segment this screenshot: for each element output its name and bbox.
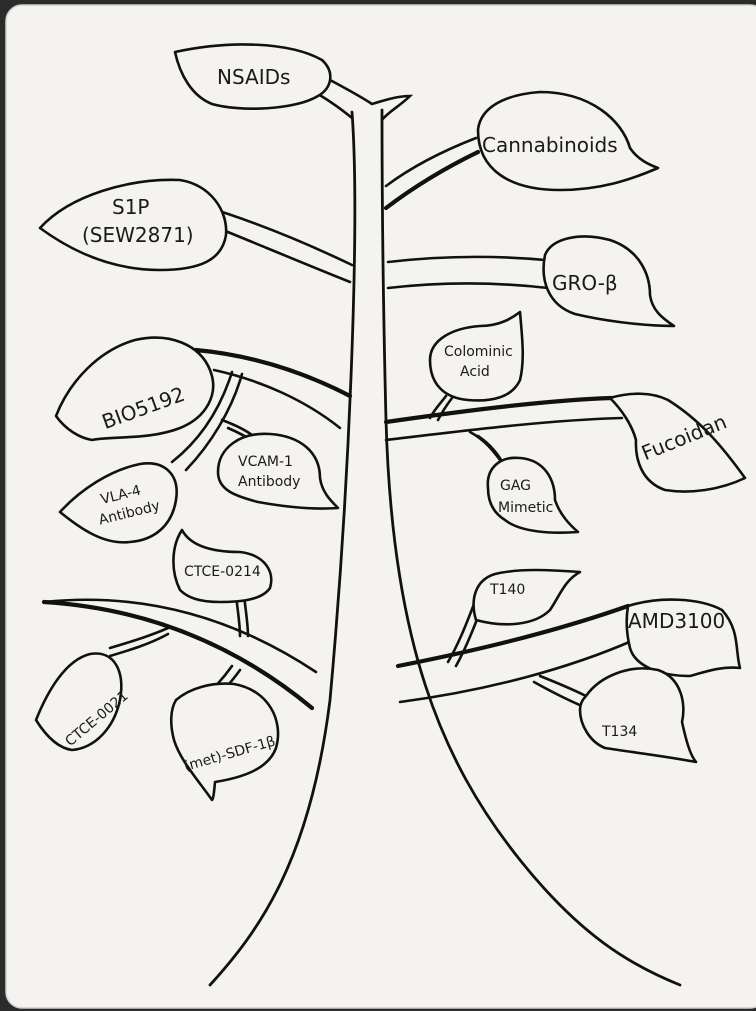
leaf-vla4 <box>58 462 178 544</box>
branch-colominic: Colominic Acid <box>428 310 525 422</box>
leaf-t140 <box>472 568 582 626</box>
branch-amd3100: AMD3100 <box>395 598 742 704</box>
branch-ctce-main <box>41 598 318 711</box>
leaf-ctce0214 <box>172 528 273 604</box>
label-s1p-line2: (SEW2871) <box>82 223 194 247</box>
label-s1p-line1: S1P <box>112 195 149 219</box>
trunk-right-edge <box>380 108 682 987</box>
branch-gag: GAG Mimetic <box>468 430 580 534</box>
leaf-t134 <box>578 667 698 764</box>
leaf-met-sdf <box>169 682 280 802</box>
branch-met-sdf: (met)-SDF-1β <box>169 664 280 802</box>
branch-cannabinoids: Cannabinoids <box>383 90 660 211</box>
label-vcam1-line2: Antibody <box>238 474 300 490</box>
leaf-gag <box>486 456 580 534</box>
leaf-ctce0021 <box>34 652 123 752</box>
branch-nsaids: NSAIDs <box>173 43 414 122</box>
leaf-cannabinoids <box>476 90 660 192</box>
label-colominic-line1: Colominic <box>444 344 513 360</box>
leaf-colominic <box>428 310 525 402</box>
branch-t134: T134 <box>532 667 698 764</box>
leaf-gro-beta <box>542 235 676 328</box>
branch-vla4: VLA-4 Antibody <box>58 370 244 544</box>
label-t140: T140 <box>489 582 525 598</box>
branch-bio5192: BIO5192 <box>54 336 353 442</box>
leaf-bio5192 <box>54 336 215 442</box>
branch-s1p: S1P (SEW2871) <box>38 178 354 284</box>
leaf-amd3100 <box>625 598 742 678</box>
leaf-fucoidan <box>608 392 747 493</box>
label-gag-line1: GAG <box>500 478 531 494</box>
branch-ctce0214: CTCE-0214 <box>172 528 273 638</box>
trunk <box>208 108 682 987</box>
leaf-s1p <box>38 178 228 272</box>
label-gro-beta: GRO-β <box>552 271 618 295</box>
label-gag-line2: Mimetic <box>498 500 553 516</box>
leaf-nsaids <box>173 43 332 110</box>
branch-fucoidan: Fucoidan <box>383 392 747 493</box>
label-t134: T134 <box>601 724 637 740</box>
branch-gro-beta: GRO-β <box>386 235 676 328</box>
trunk-left-edge <box>208 110 357 987</box>
label-nsaids: NSAIDs <box>217 65 290 89</box>
label-cannabinoids: Cannabinoids <box>482 133 618 157</box>
label-amd3100: AMD3100 <box>628 609 725 633</box>
branch-vcam1: VCAM-1 Antibody <box>216 418 340 510</box>
label-vcam1-line1: VCAM-1 <box>238 454 293 470</box>
leaf-vcam1 <box>216 432 340 510</box>
label-ctce0214: CTCE-0214 <box>184 564 261 580</box>
branch-t140: T140 <box>446 568 582 668</box>
label-colominic-line2: Acid <box>460 364 490 380</box>
